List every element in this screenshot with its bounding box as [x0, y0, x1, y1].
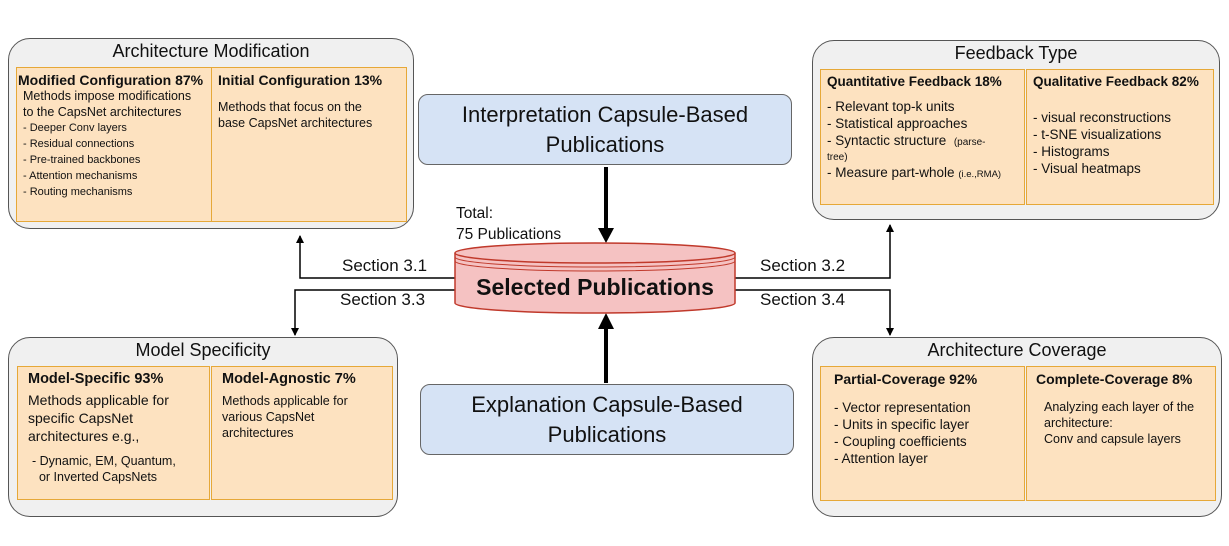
- arrow-section-3-1: [296, 235, 455, 279]
- total-label: Total: 75 Publications: [456, 205, 562, 243]
- partial-coverage-box: Partial-Coverage 92% - Vector representa…: [820, 366, 1025, 501]
- list-item: or Inverted CapsNets: [32, 470, 158, 484]
- panel-title: Architecture Coverage: [927, 340, 1107, 360]
- list-item: - Dynamic, EM, Quantum,: [32, 454, 176, 468]
- architecture-modification-panel: Architecture Modification Modified Confi…: [8, 38, 414, 229]
- list-item: tree): [827, 152, 848, 163]
- section-3-3-label: Section 3.3: [340, 290, 426, 309]
- complete-coverage-box: Complete-Coverage 8% Analyzing each laye…: [1026, 366, 1216, 501]
- panel-title: Architecture Modification: [112, 41, 310, 61]
- selected-publications-title: Selected Publications: [476, 274, 714, 300]
- list-item: - Units in specific layer: [834, 417, 970, 432]
- model-specificity-panel: Model Specificity Model-Specific 93% Met…: [8, 337, 398, 517]
- list-item: - Histograms: [1033, 144, 1110, 159]
- list-item: - Deeper Conv layers: [23, 122, 127, 134]
- arrow-section-3-4: [735, 289, 894, 336]
- section-3-1-label: Section 3.1: [342, 256, 428, 275]
- architecture-coverage-panel: Architecture Coverage Partial-Coverage 9…: [812, 337, 1222, 517]
- arrow-section-3-3: [291, 289, 455, 336]
- feedback-type-panel: Feedback Type Quantitative Feedback 18% …: [812, 40, 1220, 220]
- quantitative-list: - Relevant top-k units - Statistical app…: [827, 98, 1018, 183]
- list-item: - t-SNE visualizations: [1033, 127, 1162, 142]
- model-agnostic-box: Model-Agnostic 7% Methods applicable for…: [211, 366, 393, 500]
- section-3-2-label: Section 3.2: [760, 256, 846, 275]
- arrow-section-3-2: [735, 224, 894, 279]
- list-item: - Vector representation: [834, 400, 971, 415]
- initial-configuration-box: Initial Configuration 13% Methods that f…: [211, 67, 407, 222]
- qualitative-list: - visual reconstructions - t-SNE visuali…: [1033, 109, 1207, 177]
- list-item: - Attention layer: [834, 451, 928, 466]
- selected-publications-cylinder: [454, 242, 736, 314]
- qualitative-feedback-box: Qualitative Feedback 82% - visual recons…: [1026, 69, 1214, 205]
- section-3-4-label: Section 3.4: [760, 290, 846, 309]
- list-item: - Coupling coefficients: [834, 434, 967, 449]
- list-item: - Routing mechanisms: [23, 186, 133, 198]
- list-item: - Statistical approaches: [827, 116, 968, 131]
- modified-configuration-box: Modified Configuration 87% Methods impos…: [16, 67, 212, 222]
- partial-coverage-list: - Vector representation - Units in speci…: [834, 399, 1018, 467]
- quantitative-feedback-box: Quantitative Feedback 18% - Relevant top…: [820, 69, 1025, 205]
- panel-title: Model Specificity: [135, 340, 271, 360]
- list-item: - Pre-trained backbones: [23, 154, 141, 166]
- model-specific-box: Model-Specific 93% Methods applicable fo…: [17, 366, 210, 500]
- list-item: - visual reconstructions: [1033, 110, 1172, 125]
- list-item: - Syntactic structure (parse-: [827, 133, 986, 148]
- list-item: - Visual heatmaps: [1033, 161, 1141, 176]
- panel-title: Feedback Type: [954, 43, 1078, 63]
- list-item: - Relevant top-k units: [827, 99, 955, 114]
- list-item: - Residual connections: [23, 138, 135, 150]
- modification-list: - Deeper Conv layers - Residual connecti…: [23, 120, 205, 200]
- model-specific-list: - Dynamic, EM, Quantum, or Inverted Caps…: [28, 453, 203, 485]
- list-item: - Measure part-whole (i.e.,RMA): [827, 165, 1002, 180]
- list-item: - Attention mechanisms: [23, 170, 138, 182]
